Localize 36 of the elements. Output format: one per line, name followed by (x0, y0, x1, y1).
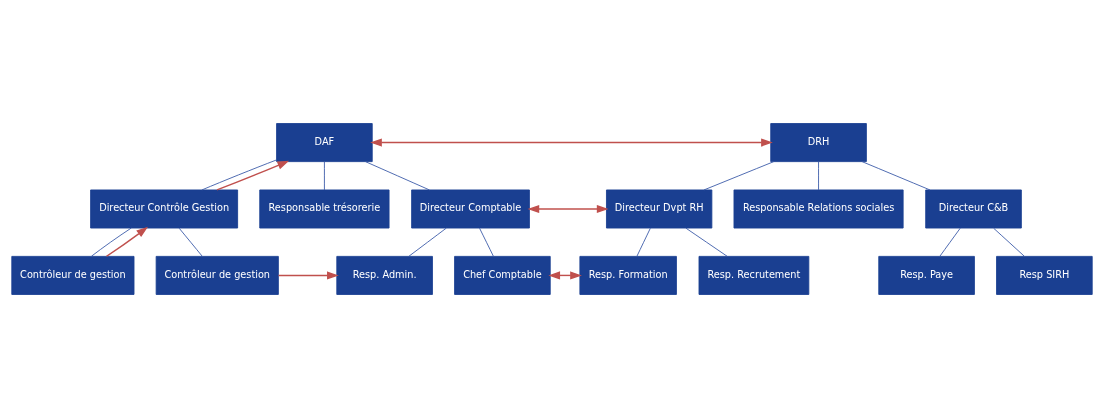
connector (408, 227, 447, 257)
node-box: Directeur Comptable (411, 189, 530, 228)
arrow (277, 270, 339, 280)
connector (201, 159, 277, 190)
node-box: Resp. Admin. (336, 255, 433, 295)
connector (818, 160, 819, 190)
connector (939, 227, 961, 257)
connector (178, 227, 203, 257)
node-box: Responsable Relations sociales (733, 189, 904, 228)
connector (703, 160, 775, 190)
connector (90, 227, 132, 257)
node-box: Directeur C&B (925, 189, 1022, 228)
node-box: DRH (770, 122, 867, 162)
node-box: Contrôleur de gestion (155, 255, 279, 295)
node-box: Contrôleur de gestion (11, 255, 135, 295)
connector (993, 227, 1025, 257)
node-box: Responsable trésorerie (259, 189, 390, 228)
connector (636, 227, 651, 257)
node-box: DAF (276, 122, 373, 162)
arrow (548, 270, 582, 280)
connector (479, 227, 494, 257)
node-box: Chef Comptable (454, 255, 551, 295)
arrow (105, 226, 149, 257)
node-box: Resp. Paye (878, 255, 975, 295)
node-box: Directeur Dvpt RH (606, 189, 713, 228)
connector (365, 160, 430, 190)
arrow (527, 204, 609, 213)
node-box: Resp SIRH (996, 255, 1093, 295)
node-box: Resp. Formation (579, 255, 677, 295)
connector (323, 160, 325, 190)
connector (685, 227, 728, 257)
node-box: Resp. Recrutement (698, 255, 810, 295)
arrow (370, 137, 773, 147)
arrow (216, 160, 290, 191)
node-box: Directeur Contrôle Gestion (90, 189, 239, 228)
connector (861, 160, 931, 190)
